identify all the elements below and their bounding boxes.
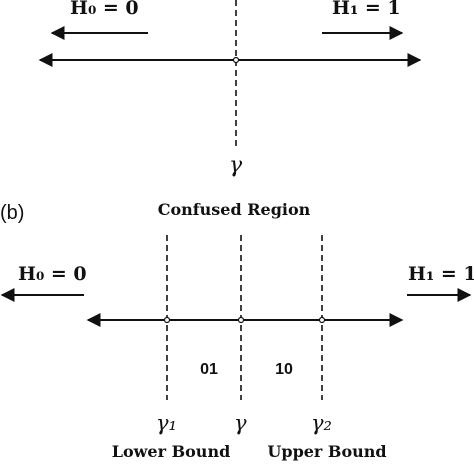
gamma-label: γ <box>234 411 247 435</box>
panel-b-h0-label: H₀ = 0 <box>18 263 87 285</box>
gamma2-tick <box>318 316 326 324</box>
panel-a-h0-label: H₀ = 0 <box>70 0 139 19</box>
panel-b-h1-label: H₁ = 1 <box>408 263 474 285</box>
gamma-tick <box>237 316 245 324</box>
panel-b: (b) Confused Region H₀ = 0 H₁ = 1 01 10 … <box>0 200 474 461</box>
lower-bound-label: Lower Bound <box>112 442 231 461</box>
gamma1-tick <box>163 316 171 324</box>
panel-a-threshold-tick <box>232 56 240 64</box>
panel-a: H₀ = 0 H₁ = 1 γ <box>38 0 422 178</box>
panel-a-h1-label: H₁ = 1 <box>332 0 401 19</box>
gamma1-label: γ₁ <box>156 411 177 435</box>
region-code-01: 01 <box>200 361 218 378</box>
confused-region-title: Confused Region <box>158 200 311 219</box>
gamma2-label: γ₂ <box>311 411 332 435</box>
region-code-10: 10 <box>275 361 293 378</box>
panel-a-gamma-label: γ <box>229 153 243 178</box>
upper-bound-label: Upper Bound <box>267 442 386 461</box>
panel-b-label: (b) <box>0 202 24 224</box>
